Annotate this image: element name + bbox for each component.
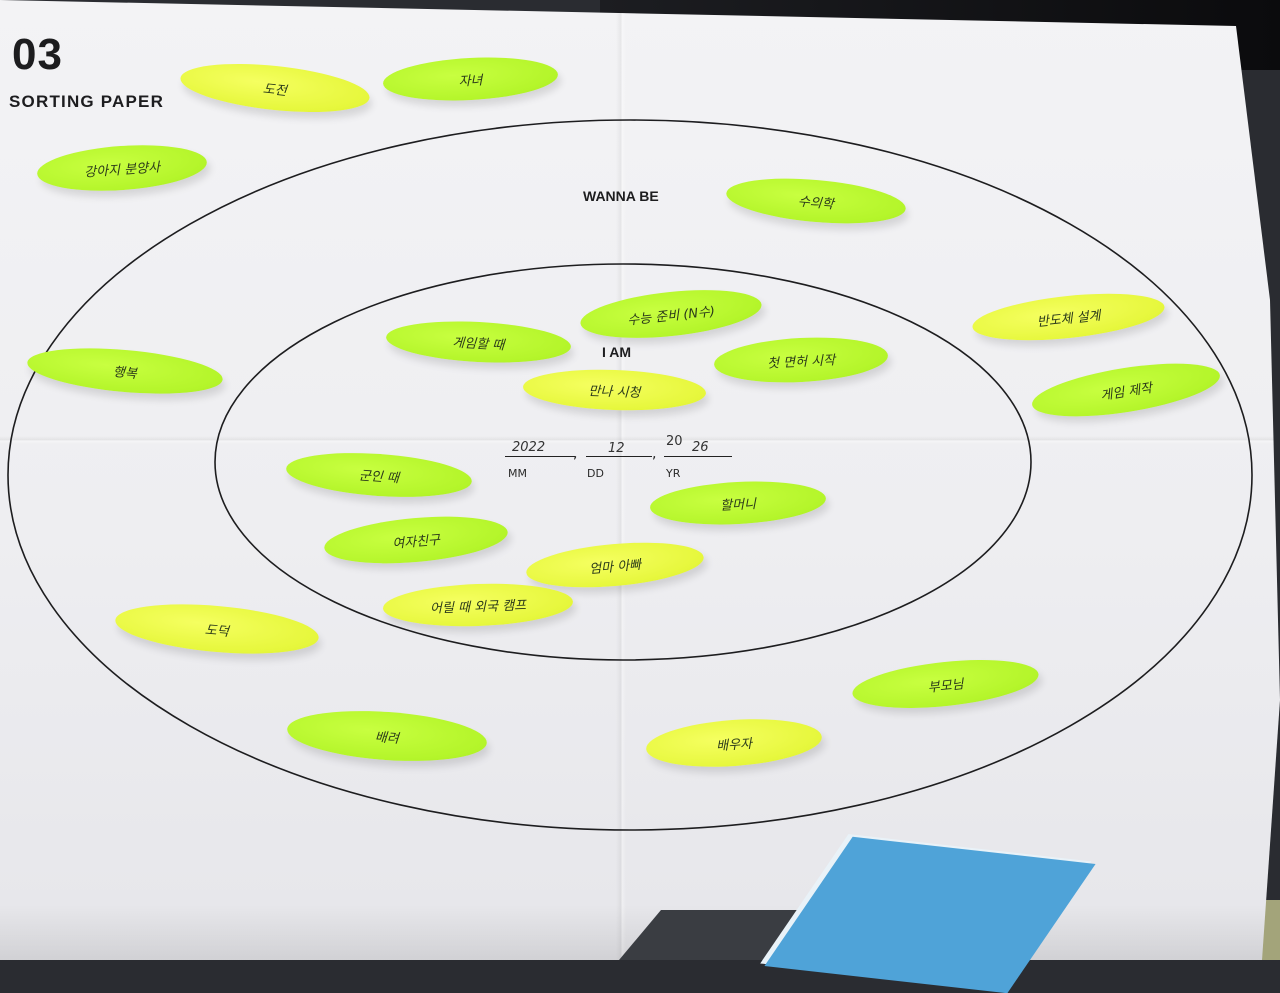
date-yr-value: 26 — [692, 440, 709, 455]
date-yr-prefix: 20 — [666, 434, 683, 449]
target-rings — [7, 119, 1253, 831]
sticky-note-label: 게임 제작 — [1099, 380, 1154, 404]
sticky-note-label: 여자친구 — [391, 532, 441, 552]
outer-ring-label: WANNA BE — [583, 188, 659, 204]
sticky-note-label: 수능 준비 (N수) — [626, 303, 716, 329]
date-dd-label: DD — [587, 467, 604, 480]
date-comma-1: , — [573, 446, 578, 462]
date-mm-value: 2022 — [512, 440, 546, 455]
sticky-note-label: 행복 — [112, 364, 138, 382]
outer-ring — [7, 119, 1253, 831]
sticky-note-label: 도덕 — [204, 622, 230, 640]
sticky-note-label: 군인 때 — [358, 468, 400, 486]
sticky-note-label: 만나 시청 — [588, 383, 641, 401]
inner-ring-label: I AM — [602, 344, 632, 360]
sticky-note-label: 게임할 때 — [452, 335, 505, 353]
sorting-paper-sheet: 03 SORTING PAPER WANNA BE I AM 2022 , MM… — [0, 0, 1280, 960]
sticky-note-label: 할머니 — [719, 496, 757, 514]
sticky-note-label: 배려 — [374, 729, 400, 747]
date-dd-value: 12 — [608, 441, 625, 456]
sticky-note-label: 도전 — [262, 81, 288, 99]
sticky-note-label: 첫 면허 시작 — [766, 352, 836, 372]
date-dd-line — [586, 456, 652, 457]
date-yr-label: YR — [666, 467, 681, 480]
sticky-note-label: 수의학 — [797, 193, 835, 213]
date-comma-2: , — [652, 446, 657, 462]
vertical-fold-crease — [616, 0, 626, 960]
sheet-title: SORTING PAPER — [9, 92, 165, 111]
sticky-note-label: 어릴 때 외국 캠프 — [429, 597, 527, 617]
inner-ring — [214, 263, 1032, 661]
sticky-note-label: 자녀 — [458, 72, 483, 90]
date-mm-label: MM — [508, 467, 527, 480]
sticky-note-label: 반도체 설계 — [1036, 308, 1102, 330]
sticky-note-label: 강아지 분양사 — [83, 159, 161, 181]
horizontal-fold-crease — [0, 436, 1280, 444]
date-mm-line — [505, 456, 575, 457]
sticky-note-label: 부모님 — [927, 676, 965, 696]
sticky-note-label: 엄마 아빠 — [588, 557, 642, 577]
sheet-number: 03 — [12, 30, 63, 79]
date-yr-line — [664, 456, 732, 457]
sticky-note-label: 배우자 — [715, 736, 753, 754]
